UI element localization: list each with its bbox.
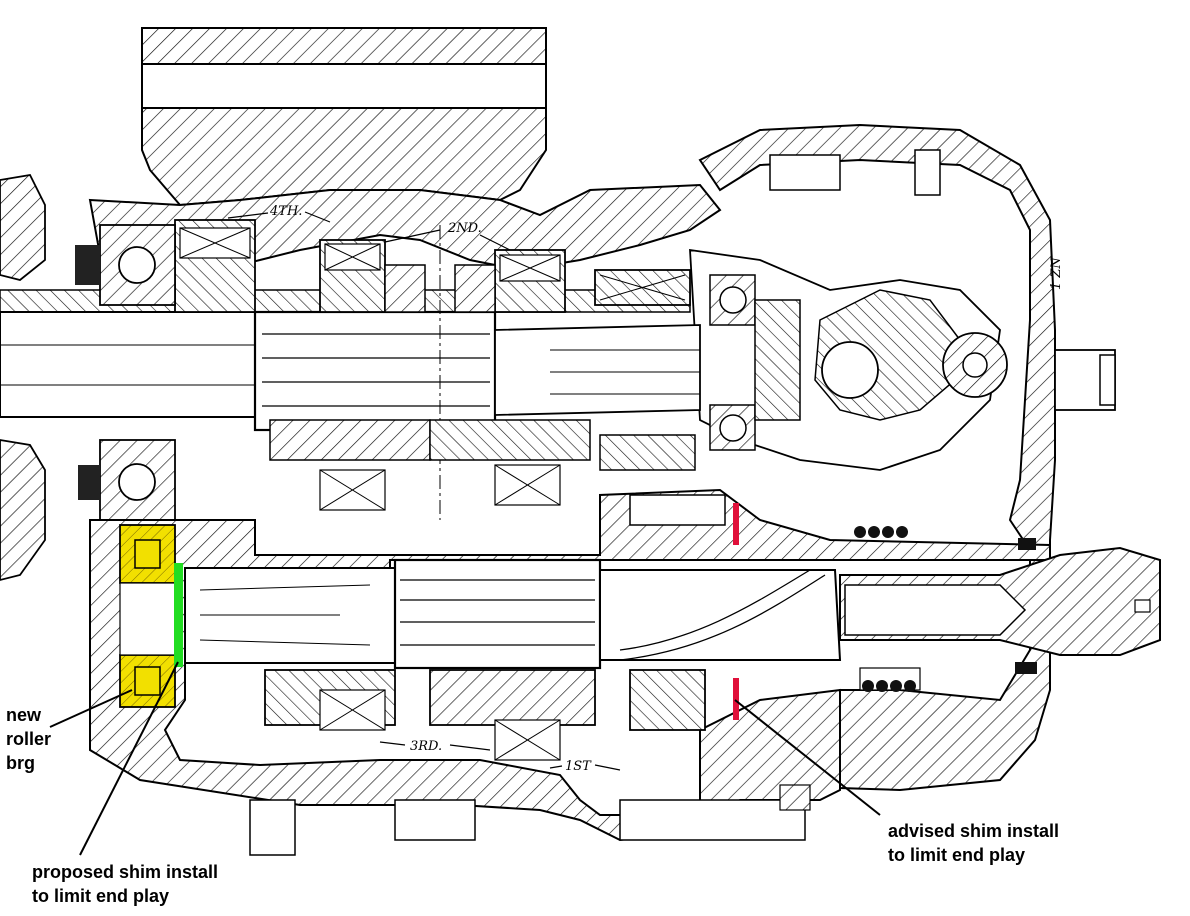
advised-shim-lower (733, 678, 739, 720)
leader-roller-brg (49, 689, 133, 728)
proposed-shim-label: proposed shim install to limit end play (32, 860, 218, 908)
gear-1st-mark: 1ST (565, 759, 592, 774)
new-roller-brg-label: new roller brg (6, 703, 51, 775)
lower-shaft (184, 546, 1161, 670)
new-roller-brg-line-2: roller (6, 729, 52, 749)
proposed-shim-line-2: to limit end play (32, 886, 170, 906)
gear-2nd-arrow (384, 229, 511, 251)
proposed-shim-line-1: proposed shim install (32, 862, 219, 882)
advised-shim-label: advised shim install to limit end play (888, 819, 1059, 867)
lower-gears (264, 464, 1037, 761)
front-bearings (0, 174, 801, 581)
leader-advised-shim (734, 699, 881, 816)
gear-4th-arrow (227, 211, 331, 223)
proposed-shim (174, 563, 183, 667)
gear-2nd-mark: 2ND. (447, 221, 482, 236)
new-roller-brg-line-1: new (6, 705, 42, 725)
leader-proposed-shim (79, 661, 179, 856)
gear-3rd-mark: 3RD. (410, 739, 442, 754)
gear-1st-arrow (549, 764, 621, 771)
advised-shim-line-1: advised shim install (888, 821, 1060, 841)
new-roller-bearing (119, 524, 176, 708)
side-mark: 1 ZN (1049, 257, 1064, 290)
gear-4th-mark: 4TH. (269, 204, 302, 219)
upper-gears (174, 219, 696, 471)
upper-mainshaft (0, 225, 701, 520)
new-roller-brg-line-3: brg (6, 753, 35, 773)
advised-shim-upper (733, 503, 739, 545)
gear-3rd-arrow (379, 741, 491, 751)
advised-shim-line-2: to limit end play (888, 845, 1026, 865)
